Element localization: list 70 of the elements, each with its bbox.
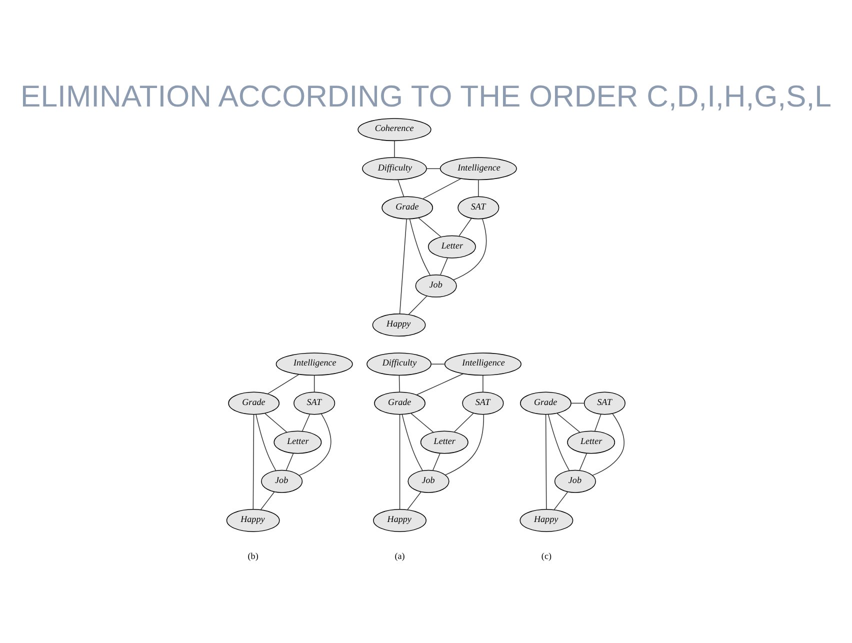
connector [399,218,407,314]
node-ellipse: Grade [374,391,426,414]
connector [579,452,588,470]
connector [298,412,332,476]
label: (a) [394,550,405,560]
node-ellipse: Coherence [358,118,432,141]
node-ellipse: SAT [458,196,500,219]
connector [592,412,624,476]
node-ellipse: Letter [274,430,322,454]
connector [408,295,428,314]
connector [260,491,275,510]
node-ellipse: Grade [520,391,572,414]
connector [256,414,276,470]
node-ellipse: Job [415,274,457,297]
node-ellipse: Intelligence [276,352,353,376]
node-ellipse: Letter [420,430,468,454]
connector [422,178,462,199]
node-ellipse: Difficulty [362,156,427,180]
connector [252,414,254,509]
connector [594,414,602,431]
connector [418,217,442,237]
connector [445,414,484,475]
connector [410,412,434,432]
node-ellipse: SAT [462,391,504,414]
connector [453,218,487,280]
connector [570,402,585,404]
connector [267,374,300,394]
connector [426,168,441,169]
connector [416,372,464,395]
node-ellipse: Difficulty [366,352,432,376]
connector [440,257,448,275]
label: (b) [248,550,258,560]
node-ellipse: Job [408,469,450,492]
connector [399,414,400,509]
connector [545,414,547,509]
connector [398,374,400,392]
connector [286,452,294,470]
node-ellipse: Intelligence [440,156,517,180]
node-ellipse: Happy [372,313,426,336]
node-ellipse: Happy [226,508,280,532]
connector [394,140,395,158]
node-ellipse: Grade [382,196,434,219]
connector [454,412,474,432]
connector [402,414,423,470]
diagram-title: ELIMINATION ACCORDING TO THE ORDER C,D,I,H,G,S,L [20,80,832,113]
connector [458,218,472,236]
connector [482,374,484,392]
connector [407,491,422,510]
connector [432,452,440,470]
connector [264,412,288,432]
connector [398,179,404,196]
connector [556,412,580,432]
node-ellipse: Happy [520,508,574,532]
node-ellipse: SAT [584,391,626,414]
node-ellipse: Intelligence [444,352,522,376]
node-ellipse: Letter [567,430,616,454]
label: (c) [541,550,552,560]
connector [409,218,430,275]
node-ellipse: Job [554,469,596,492]
node-ellipse: Letter [428,234,476,258]
connector [548,414,570,470]
node-ellipse: Grade [228,391,280,414]
connector [314,374,315,392]
connector [302,413,310,431]
connector [554,491,568,510]
node-ellipse: Happy [373,508,426,532]
connector [478,179,479,196]
node-ellipse: Job [261,469,303,492]
node-ellipse: SAT [294,391,336,414]
connector [430,363,446,364]
